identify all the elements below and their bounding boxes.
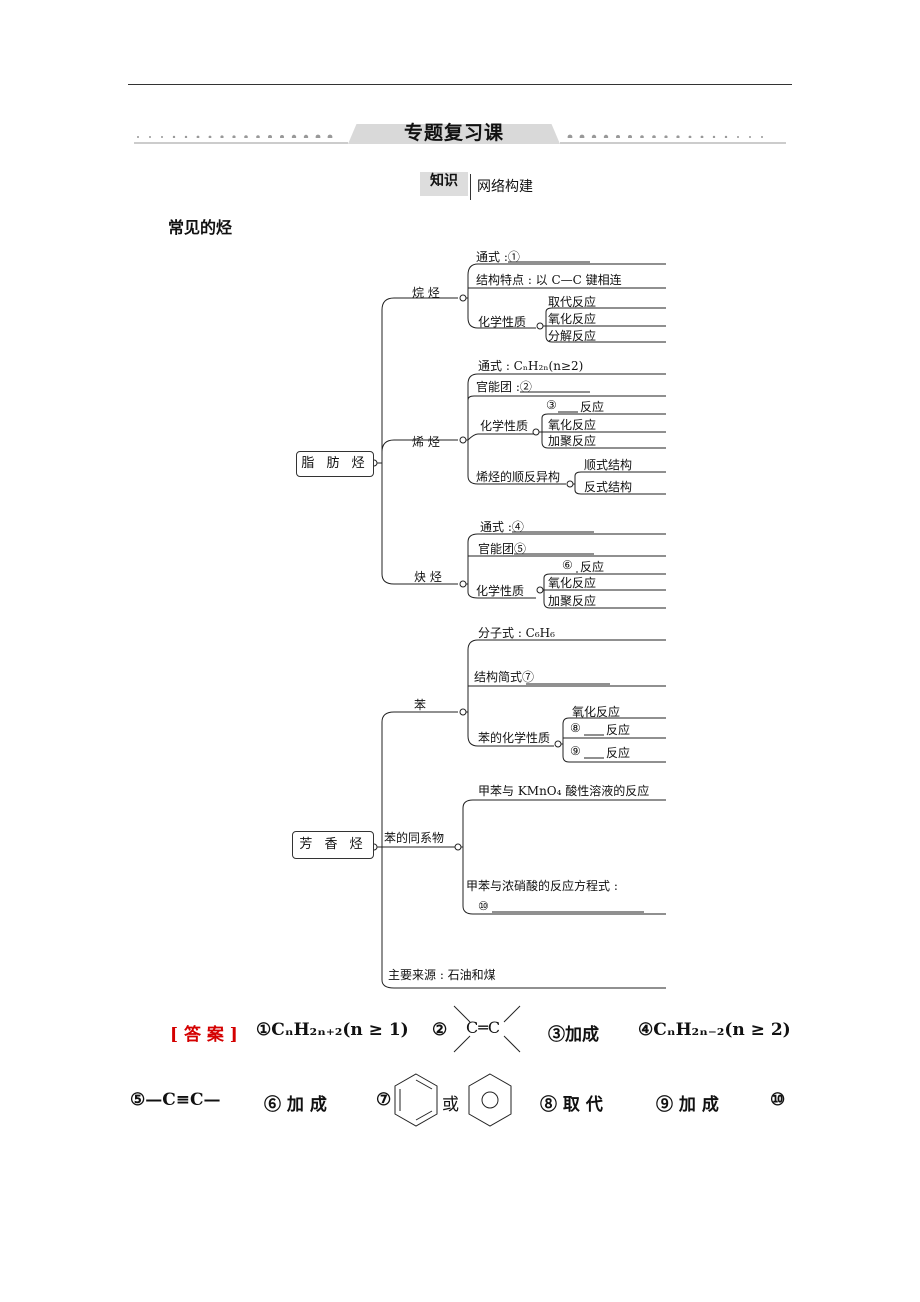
benzene-r9-suffix: 反应: [606, 746, 631, 760]
banner-dots-left: [137, 134, 333, 138]
benzene-r9: ⑨: [570, 744, 581, 758]
benzene-struct: 结构简式⑦: [474, 670, 535, 684]
answer-9: ⑨ 加 成: [656, 1095, 719, 1115]
benzene-formula: 分子式 : C₆H₆: [478, 626, 555, 640]
alkane-chem: 化学性质: [478, 315, 527, 329]
alkene-r3-suffix: 反应: [580, 400, 605, 414]
alkene-group: 官能团 :②: [476, 380, 532, 394]
alkyne-formula: 通式 :④: [480, 520, 524, 534]
toluene-r10: ⑩: [478, 899, 489, 913]
alkene-trans: 反式结构: [584, 480, 633, 494]
alkyne-ox: 氧化反应: [548, 576, 597, 590]
alkyne-r6-suffix: 反应: [580, 560, 605, 574]
answer-4: ④CₙH₂ₙ₋₂(n ≥ 2): [638, 1020, 791, 1040]
header-rule: [128, 84, 792, 85]
node-aliphatic: 脂 肪 烃: [296, 451, 374, 477]
node-homologs: 苯的同系物: [384, 831, 445, 845]
alkane-structure: 结构特点 : 以 C—C 键相连: [476, 273, 622, 287]
toluene-kmno4: 甲苯与 KMnO₄ 酸性溶液的反应: [478, 784, 650, 798]
answer-2: ②: [432, 1020, 448, 1040]
answer-label: [ 答 案 ]: [170, 1025, 238, 1045]
answer-8: ⑧ 取 代: [540, 1095, 603, 1115]
alkane-dec: 分解反应: [548, 329, 597, 343]
benzene-r8-suffix: 反应: [606, 723, 631, 737]
answer-1: ①CₙH₂ₙ₊₂(n ≥ 1): [256, 1020, 409, 1040]
alkene-double-bond-structure: [453, 1005, 521, 1053]
alkene-formula: 通式 : CₙH₂ₙ(n≥2): [478, 359, 584, 373]
alkane-formula: 通式 :①: [476, 250, 520, 264]
node-alkene: 烯 烃: [412, 435, 440, 449]
alkene-cis: 顺式结构: [584, 458, 633, 472]
node-aromatic: 芳 香 烃: [292, 831, 374, 859]
knowledge-badge: 知识: [420, 172, 468, 196]
alkyne-group: 官能团⑤: [478, 542, 527, 556]
answer-3: ③加成: [548, 1025, 599, 1045]
answer-7: ⑦: [376, 1090, 392, 1110]
benzene-ox: 氧化反应: [572, 705, 621, 719]
alkyne-chem: 化学性质: [476, 584, 525, 598]
node-alkyne: 炔 烃: [414, 570, 442, 584]
benzene-chem: 苯的化学性质: [478, 731, 551, 745]
aromatic-source: 主要来源 : 石油和煤: [388, 968, 496, 982]
page-title: 专题复习课: [403, 122, 504, 144]
alkyne-r6: ⑥: [562, 558, 573, 572]
alkene-structure-text: C═C: [466, 1018, 501, 1037]
section-title: 常见的烃: [168, 218, 233, 237]
alkene-chem: 化学性质: [480, 419, 529, 433]
answer-6: ⑥ 加 成: [264, 1095, 327, 1115]
alkyne-poly: 加聚反应: [548, 594, 597, 608]
alkene-r3: ③: [546, 398, 557, 412]
banner-dots-right: [567, 134, 763, 138]
node-alkane: 烷 烃: [412, 286, 440, 300]
knowledge-badge-subtitle: 网络构建: [470, 174, 533, 200]
alkene-poly: 加聚反应: [548, 434, 597, 448]
alkene-ox: 氧化反应: [548, 418, 597, 432]
node-benzene: 苯: [414, 698, 427, 712]
banner-line-left: [134, 142, 348, 144]
answer-7-or: 或: [442, 1095, 459, 1115]
alkene-iso: 烯烃的顺反异构: [476, 470, 561, 484]
answer-10: ⑩: [770, 1090, 786, 1110]
benzene-circle-icon: [468, 1073, 512, 1127]
answer-5: ⑤—C≡C—: [130, 1090, 221, 1110]
alkane-sub: 取代反应: [548, 295, 597, 309]
benzene-r8: ⑧: [570, 721, 581, 735]
benzene-kekule-icon: [394, 1073, 438, 1127]
alkane-ox: 氧化反应: [548, 312, 597, 326]
toluene-nitric: 甲苯与浓硝酸的反应方程式 :: [466, 879, 618, 893]
banner-line-right: [560, 142, 786, 144]
title-banner: [348, 124, 560, 144]
